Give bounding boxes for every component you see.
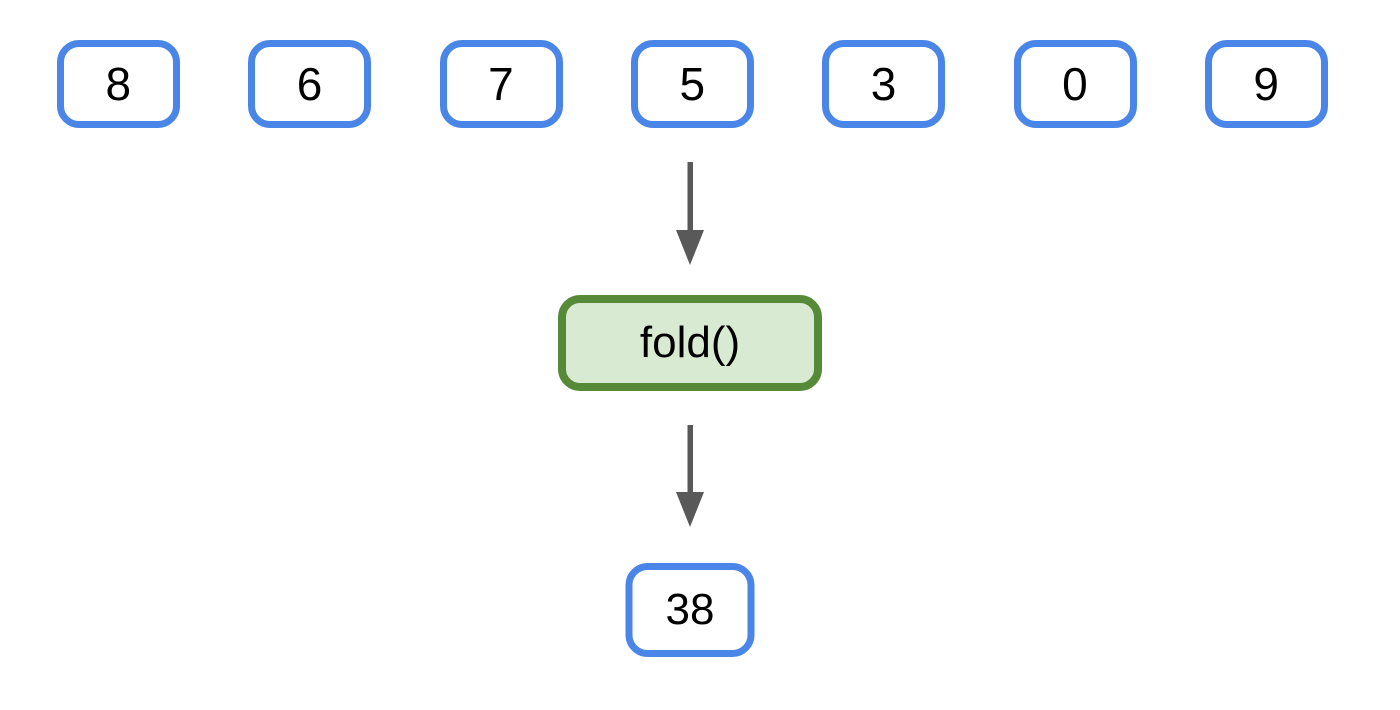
fold-operation-box: fold() <box>558 295 822 391</box>
input-value: 6 <box>296 58 323 110</box>
input-value-box: 3 <box>822 40 946 128</box>
arrow-down-icon <box>673 425 707 527</box>
input-value-box: 9 <box>1204 40 1328 128</box>
input-value: 0 <box>1062 58 1089 110</box>
input-value-box: 8 <box>57 40 180 128</box>
arrow-down-icon <box>673 162 707 265</box>
input-value-box: 6 <box>248 40 372 128</box>
result-value-box: 38 <box>625 563 755 657</box>
input-row: 8 6 7 5 3 0 9 <box>57 40 1328 128</box>
result-value: 38 <box>665 585 715 634</box>
input-value: 3 <box>870 58 897 110</box>
input-value-box: 0 <box>1013 40 1137 128</box>
input-value: 5 <box>679 58 706 110</box>
input-value: 7 <box>488 58 515 110</box>
input-value: 8 <box>105 58 132 110</box>
input-value: 9 <box>1253 58 1280 110</box>
input-value-box: 5 <box>630 40 754 128</box>
input-value-box: 7 <box>439 40 563 128</box>
fold-operation-label: fold() <box>639 318 741 367</box>
